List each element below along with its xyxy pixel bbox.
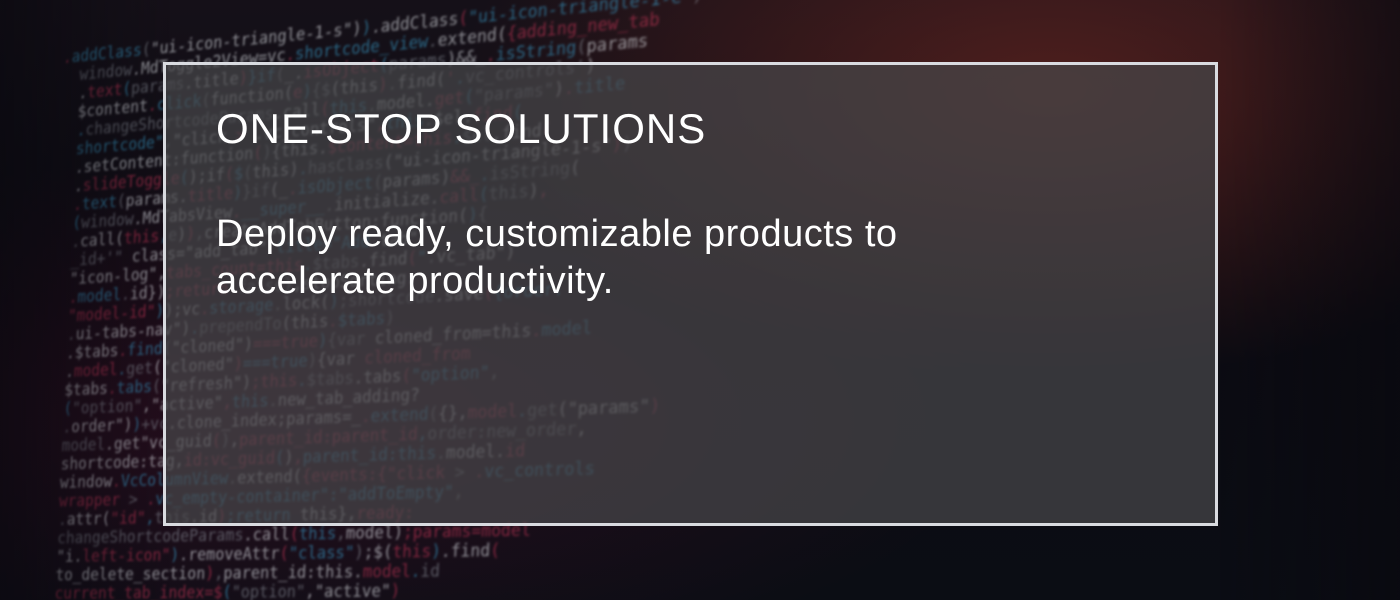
hero-title: ONE-STOP SOLUTIONS	[216, 105, 706, 153]
hero-text-panel: ONE-STOP SOLUTIONS Deploy ready, customi…	[163, 62, 1218, 526]
right-vignette	[1220, 0, 1400, 600]
hero-tagline: Deploy ready, customizable products to a…	[216, 211, 1036, 305]
left-vignette	[0, 0, 170, 600]
